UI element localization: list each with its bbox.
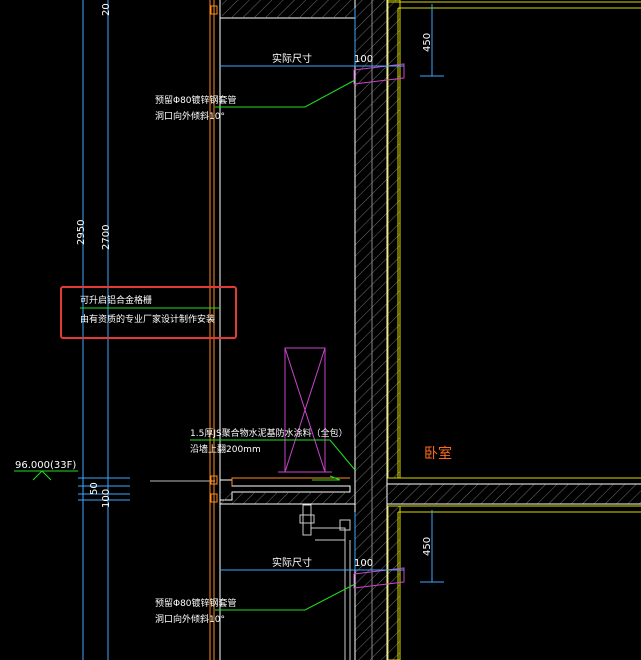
waterproof-note-line1: 1.5厚JS聚合物水泥基防水涂料（全包）	[190, 427, 348, 439]
floor-slab	[387, 483, 641, 505]
sleeve-note-bottom-line1: 预留Φ80镀锌钢套管	[155, 597, 237, 609]
actual-size-top: 实际尺寸	[272, 52, 312, 65]
drain-pipe	[299, 504, 351, 660]
elevation-text: 96.000(33F)	[15, 460, 76, 471]
dim-100: 100	[101, 489, 112, 508]
dim-450-bottom: 450	[422, 537, 433, 556]
window-note-line1: 可升启铝合金格栅	[80, 294, 152, 306]
leader-lines	[80, 79, 356, 611]
elevation-marker	[14, 470, 78, 481]
top-slab	[220, 0, 355, 19]
interior-insulation	[387, 0, 641, 660]
dim-100-bottom: 100	[354, 558, 373, 569]
dim-20: 20	[101, 3, 112, 16]
waterproof-note-line2: 沿墙上翻200mm	[190, 443, 261, 455]
dim-450-top: 450	[422, 33, 433, 52]
sleeve-note-top-line2: 洞口向外倾斜10°	[155, 110, 225, 122]
facade-lines	[209, 0, 218, 660]
window-note-line2: 由有资质的专业厂家设计制作安装	[80, 313, 215, 325]
actual-size-bottom: 实际尺寸	[272, 556, 312, 569]
sleeve-note-bottom-line2: 洞口向外倾斜10°	[155, 613, 225, 625]
ac-outdoor-unit	[278, 347, 332, 473]
highlight-box	[60, 286, 237, 339]
main-wall	[354, 0, 388, 660]
dim-2700: 2700	[101, 225, 112, 250]
sleeve-note-top-line1: 预留Φ80镀锌钢套管	[155, 94, 237, 106]
dimension-lines	[220, 4, 444, 583]
ac-platform	[220, 477, 355, 505]
room-label: 卧室	[424, 445, 452, 462]
left-dimension-lines	[78, 0, 215, 660]
dim-100-top: 100	[354, 54, 373, 65]
dim-2950: 2950	[76, 220, 87, 245]
dim-50: 50	[89, 482, 100, 495]
